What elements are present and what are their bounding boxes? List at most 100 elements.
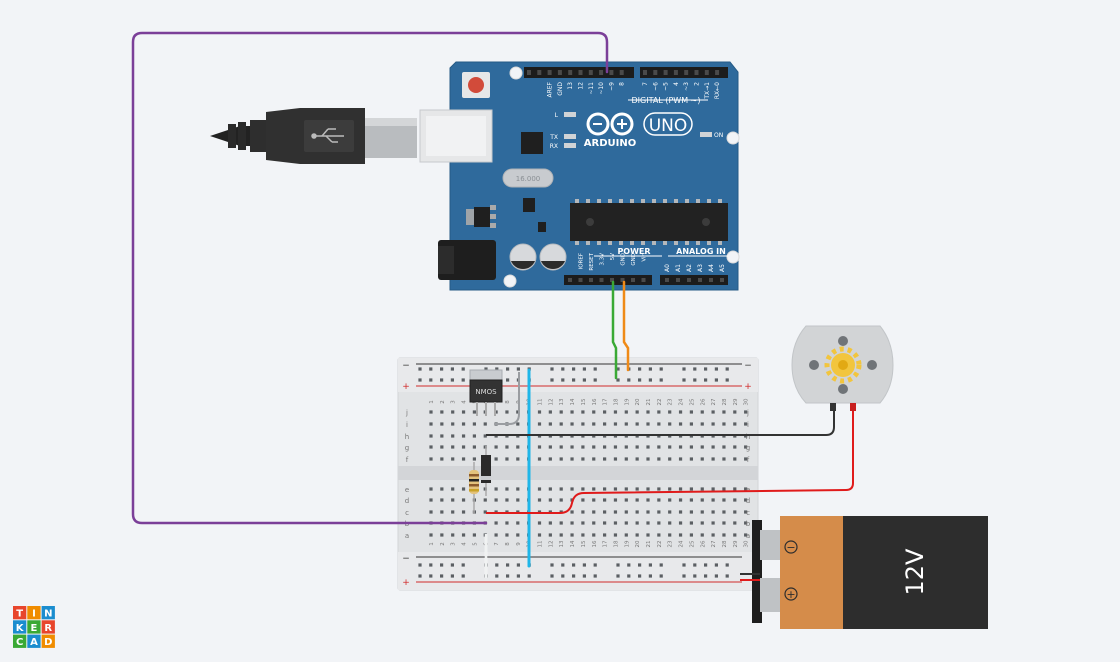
rail-hole[interactable] [725,378,729,382]
breadboard-hole[interactable] [483,434,487,438]
breadboard-hole[interactable] [689,533,693,537]
rail-hole[interactable] [572,378,576,382]
rail-hole[interactable] [725,367,729,371]
breadboard-hole[interactable] [657,422,661,426]
rail-hole[interactable] [682,367,686,371]
rail-hole[interactable] [429,563,433,567]
breadboard-hole[interactable] [722,445,726,449]
rail-hole[interactable] [714,367,718,371]
breadboard-hole[interactable] [722,533,726,537]
breadboard-hole[interactable] [581,422,585,426]
rail-hole[interactable] [638,574,642,578]
breadboard-hole[interactable] [722,498,726,502]
breadboard-hole[interactable] [711,422,715,426]
breadboard-hole[interactable] [451,457,455,461]
breadboard-hole[interactable] [657,457,661,461]
breadboard-hole[interactable] [689,457,693,461]
breadboard-hole[interactable] [744,498,748,502]
reset-button-cap[interactable] [468,77,484,93]
rail-hole[interactable] [516,563,520,567]
breadboard-hole[interactable] [722,487,726,491]
breadboard-hole[interactable] [581,533,585,537]
breadboard-hole[interactable] [548,410,552,414]
rail-hole[interactable] [582,574,586,578]
breadboard-hole[interactable] [451,498,455,502]
breadboard-hole[interactable] [592,487,596,491]
breadboard-hole[interactable] [668,521,672,525]
rail-hole[interactable] [659,574,663,578]
breadboard-hole[interactable] [603,445,607,449]
breadboard-hole[interactable] [613,445,618,449]
diode[interactable] [481,446,491,496]
breadboard-hole[interactable] [744,533,748,537]
breadboard-hole[interactable] [711,510,715,514]
breadboard-hole[interactable] [700,498,704,502]
breadboard-hole[interactable] [494,521,498,525]
breadboard-hole[interactable] [613,498,618,502]
breadboard-hole[interactable] [689,498,693,502]
breadboard-hole[interactable] [461,422,466,426]
header-pin[interactable] [631,278,635,282]
breadboard-hole[interactable] [516,457,520,461]
header-pin[interactable] [653,70,658,75]
breadboard-hole[interactable] [722,410,726,414]
rail-hole[interactable] [659,378,663,382]
breadboard-hole[interactable] [451,422,455,426]
breadboard-hole[interactable] [700,410,704,414]
breadboard-hole[interactable] [592,510,596,514]
breadboard-hole[interactable] [613,457,618,461]
breadboard-hole[interactable] [592,410,596,414]
breadboard-hole[interactable] [440,410,444,414]
rail-hole[interactable] [616,574,620,578]
breadboard-hole[interactable] [505,533,509,537]
breadboard-hole[interactable] [700,457,704,461]
breadboard-hole[interactable] [429,422,433,426]
breadboard-hole[interactable] [516,410,520,414]
rail-hole[interactable] [593,563,597,567]
rail-hole[interactable] [429,367,433,371]
breadboard-hole[interactable] [570,457,574,461]
header-pin[interactable] [620,278,625,282]
rail-hole[interactable] [461,367,465,371]
breadboard-hole[interactable] [505,457,509,461]
breadboard-hole[interactable] [711,533,715,537]
rail-hole[interactable] [440,367,444,371]
breadboard-hole[interactable] [570,510,574,514]
breadboard-hole[interactable] [646,498,650,502]
rail-hole[interactable] [572,574,576,578]
breadboard-hole[interactable] [472,445,476,449]
breadboard-hole[interactable] [581,457,585,461]
breadboard-hole[interactable] [440,487,444,491]
rail-hole[interactable] [648,574,652,578]
header-pin[interactable] [610,278,614,282]
breadboard-hole[interactable] [733,410,737,414]
rail-hole[interactable] [648,378,652,382]
breadboard-hole[interactable] [570,487,574,491]
rail-hole[interactable] [450,367,454,371]
breadboard-hole[interactable] [613,510,618,514]
breadboard-hole[interactable] [472,422,476,426]
rail-hole[interactable] [506,563,510,567]
breadboard-hole[interactable] [635,521,639,525]
breadboard-hole[interactable] [603,521,607,525]
breadboard-hole[interactable] [646,533,650,537]
breadboard-hole[interactable] [548,445,552,449]
gray-gate-wire[interactable] [495,372,520,425]
rail-hole[interactable] [682,563,686,567]
breadboard-hole[interactable] [657,510,661,514]
breadboard-hole[interactable] [711,457,715,461]
breadboard-hole[interactable] [635,533,639,537]
breadboard-hole[interactable] [603,457,607,461]
purple-signal-wire[interactable] [131,31,609,525]
header-pin[interactable] [547,70,552,75]
breadboard-hole[interactable] [581,445,585,449]
rail-hole[interactable] [616,378,620,382]
breadboard-hole[interactable] [700,487,704,491]
breadboard-hole[interactable] [537,422,542,426]
breadboard-hole[interactable] [570,533,574,537]
rail-hole[interactable] [638,367,642,371]
rail-hole[interactable] [582,367,586,371]
breadboard-hole[interactable] [451,434,455,438]
power-analog-pin-header[interactable] [564,275,728,285]
breadboard-hole[interactable] [516,422,520,426]
